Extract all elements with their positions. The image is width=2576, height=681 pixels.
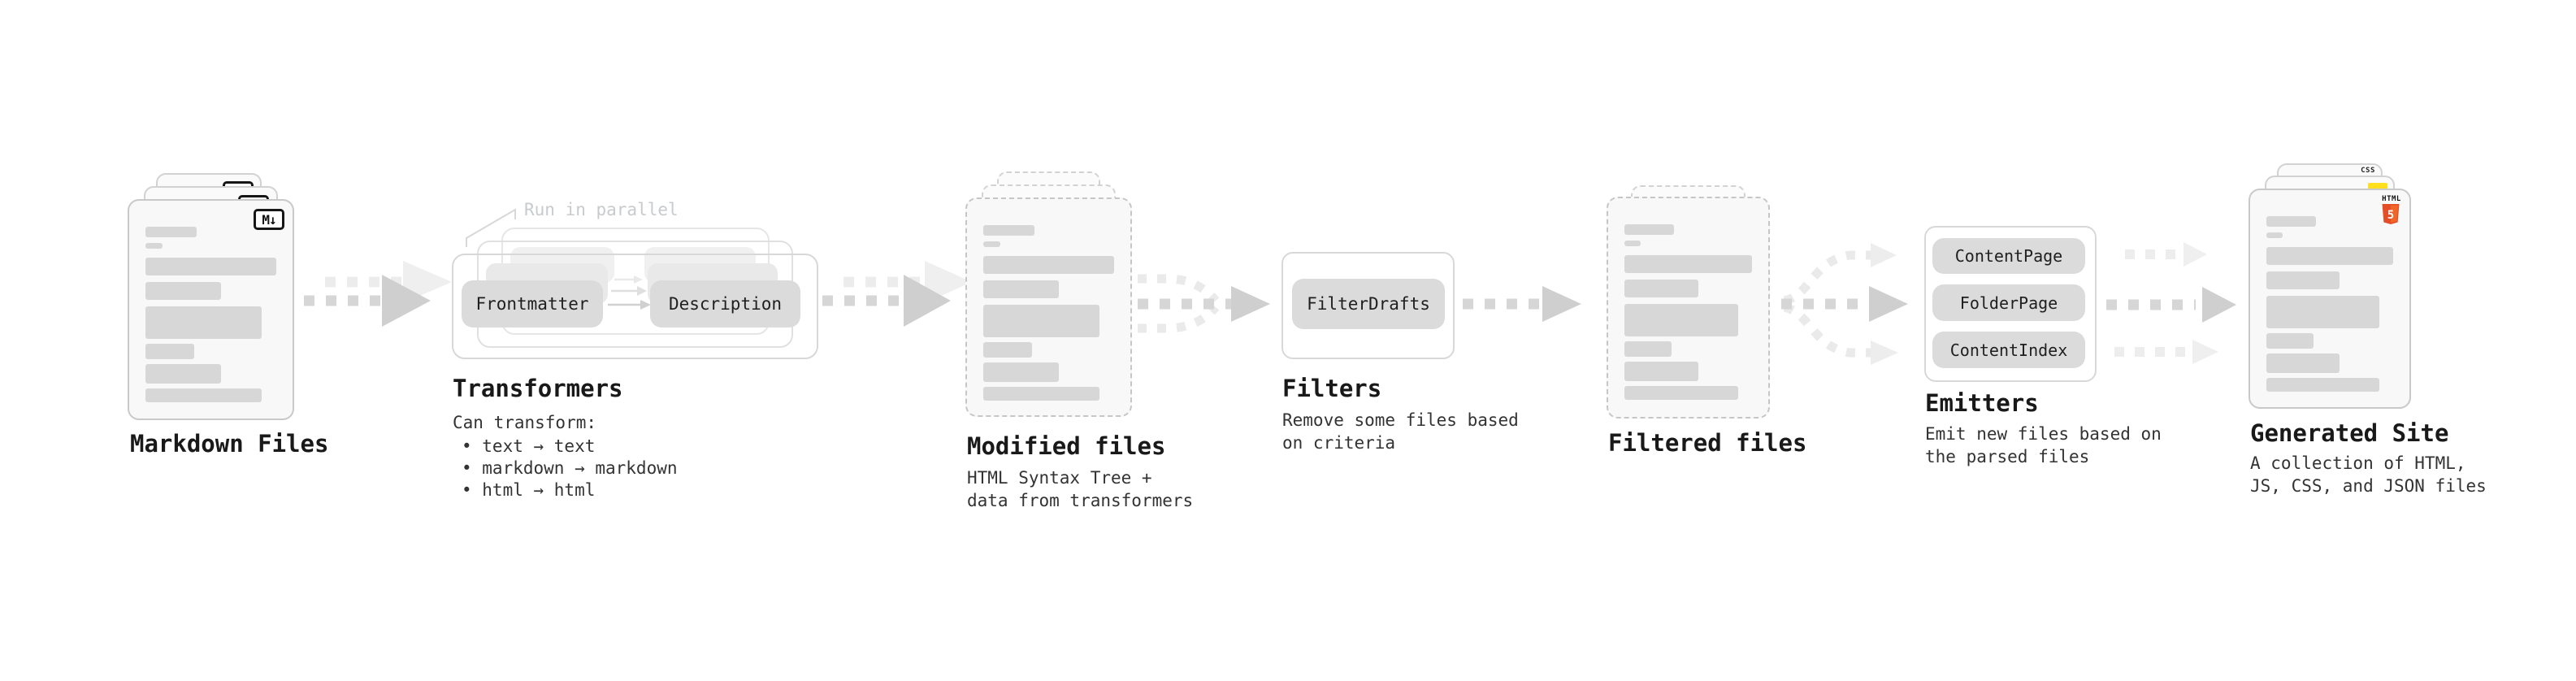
parallel-arrows-icon	[608, 275, 651, 310]
css-icon-label: CSS	[2361, 167, 2375, 175]
transformer-description-pill: Description	[650, 280, 800, 327]
arrow-split-into-emitters	[1781, 243, 1908, 365]
document-text-skeleton	[1624, 224, 1752, 400]
emitters-desc: Emit new files based on the parsed files	[1925, 424, 2162, 466]
text-line-bar	[983, 280, 1060, 298]
html5-icon: HTML 5	[2381, 196, 2402, 225]
modified-files-desc: HTML Syntax Tree + data from transformer…	[967, 468, 1194, 510]
document-text-skeleton	[983, 225, 1114, 401]
text-line-bar	[1624, 341, 1672, 357]
text-line-bar	[1624, 224, 1675, 235]
filters-desc: Remove some files based on criteria	[1282, 410, 1519, 453]
arrow-filters-to-filtered	[1463, 286, 1581, 322]
text-line-bar	[983, 225, 1034, 236]
bullet-item: • html → html	[462, 480, 596, 500]
bullet-item: • text → text	[462, 436, 596, 456]
text-line-bar	[145, 344, 194, 359]
run-in-parallel-label: Run in parallel	[524, 200, 679, 219]
transformers-title: Transformers	[453, 375, 623, 402]
text-line-bar	[145, 388, 262, 402]
text-line-bar	[2266, 296, 2379, 328]
emitter-folder-page-pill: FolderPage	[1932, 284, 2085, 321]
emitter-content-page-pill: ContentPage	[1932, 238, 2085, 274]
document-text-skeleton	[2266, 216, 2393, 392]
text-line-bar	[983, 362, 1060, 382]
filtered-files-title: Filtered files	[1608, 429, 1807, 457]
generated-site-title: Generated Site	[2250, 419, 2449, 447]
transformer-frontmatter-pill: Frontmatter	[462, 280, 603, 327]
text-line-bar	[145, 282, 222, 300]
annotation-connector-line	[466, 208, 516, 247]
text-line-bar	[983, 241, 1000, 247]
transformers-bullet-list: • text → text • markdown → markdown • ht…	[462, 436, 678, 501]
markdown-icon: M↓	[254, 209, 284, 230]
markdown-file-card: M↓	[128, 199, 294, 420]
text-line-bar	[145, 306, 262, 339]
text-line-bar	[2266, 333, 2314, 349]
text-line-bar	[1624, 241, 1641, 246]
html5-shield: 5	[2382, 204, 2400, 224]
text-line-bar	[145, 227, 197, 237]
text-line-bar	[983, 387, 1100, 401]
arrow-transformers-to-modified	[822, 261, 972, 327]
bullet-item: • markdown → markdown	[462, 458, 678, 478]
arrow-markdown-to-transformers	[304, 261, 452, 327]
generated-site-desc: A collection of HTML, JS, CSS, and JSON …	[2250, 453, 2487, 496]
filters-title: Filters	[1282, 375, 1382, 402]
text-line-bar	[1624, 280, 1699, 297]
text-line-bar	[1624, 362, 1699, 381]
modified-file-card	[965, 197, 1132, 417]
emitters-title: Emitters	[1925, 389, 2039, 417]
text-line-bar	[2266, 216, 2316, 227]
text-line-bar	[1624, 255, 1752, 273]
transformer-layer-front	[452, 254, 818, 359]
site-file-card-html: HTML 5	[2249, 189, 2411, 409]
document-text-skeleton	[145, 227, 276, 402]
emitter-content-index-pill: ContentIndex	[1932, 332, 2085, 368]
text-line-bar	[2266, 247, 2393, 265]
arrow-merge-into-filters	[1138, 274, 1270, 333]
text-line-bar	[2266, 378, 2379, 392]
transformers-desc-heading: Can transform:	[453, 413, 597, 432]
filtered-file-card	[1607, 197, 1770, 419]
svg-text:5: 5	[2387, 209, 2394, 222]
arrows-emitters-to-site	[2106, 242, 2236, 364]
text-line-bar	[2266, 271, 2340, 289]
markdown-files-title: Markdown Files	[130, 430, 329, 458]
text-line-bar	[983, 305, 1100, 337]
filter-drafts-pill: FilterDrafts	[1292, 279, 1445, 329]
text-line-bar	[145, 243, 163, 249]
text-line-bar	[1624, 304, 1738, 336]
text-line-bar	[145, 258, 276, 275]
text-line-bar	[145, 364, 222, 384]
text-line-bar	[2266, 232, 2283, 238]
text-line-bar	[2266, 354, 2340, 373]
text-line-bar	[983, 342, 1032, 358]
modified-files-title: Modified files	[967, 432, 1166, 460]
html5-icon-label: HTML	[2382, 195, 2401, 203]
text-line-bar	[983, 256, 1114, 274]
text-line-bar	[1624, 386, 1738, 400]
